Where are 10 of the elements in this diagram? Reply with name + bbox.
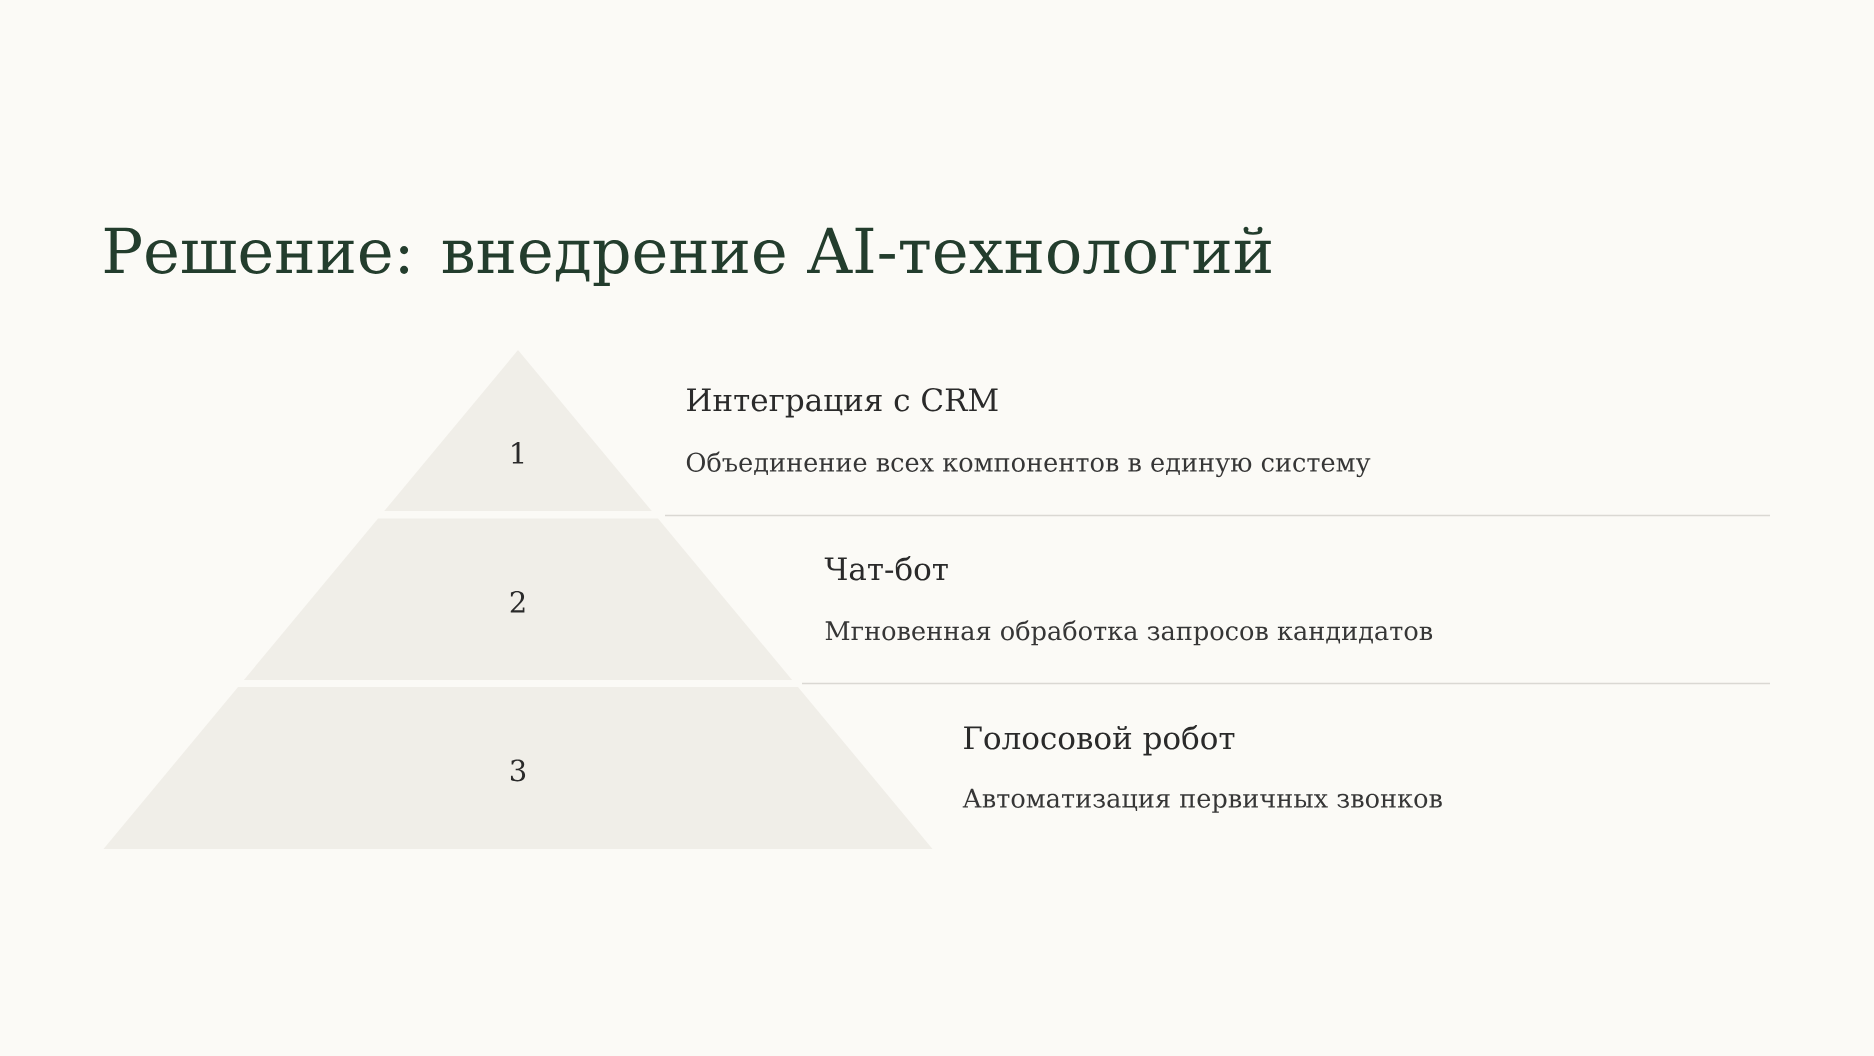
tier-description: Мгновенная обработка запросов кандидатов — [825, 620, 1433, 646]
tier-heading: Голосовой робот — [964, 724, 1235, 756]
slide-title: Решение: внедрение AI-технологий — [104, 226, 1271, 286]
tier-heading: Чат-бот — [824, 555, 948, 581]
pyramid-tier: 3 — [103, 687, 933, 849]
tier-description: Автоматизация первичных звонков — [962, 788, 1442, 813]
tier-heading: Интеграция с CRM — [687, 388, 998, 418]
tier-description: Объединение всех компонентов в единую систему — [686, 451, 1371, 478]
pyramid-tier: 1 — [384, 350, 652, 511]
pyramid-tier: 2 — [243, 518, 793, 680]
